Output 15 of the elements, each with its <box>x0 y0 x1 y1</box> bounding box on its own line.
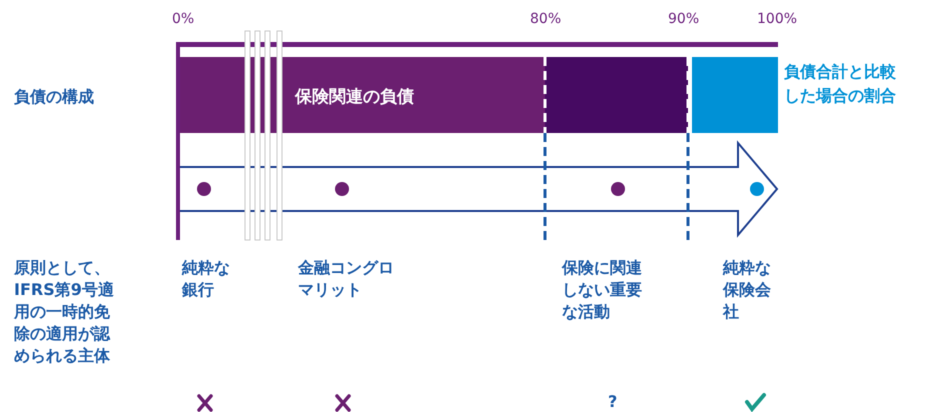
column-label: 金融コングロマリット <box>298 257 395 301</box>
question-mark: ? <box>608 391 618 412</box>
row-label: 原則として、IFRS第9号適用の一時的免除の適用が認められる主体 <box>14 257 114 367</box>
column-label: 保険に関連しない重要な活動 <box>562 257 643 323</box>
bar-note: 負債合計と比較した場合の割合 <box>784 61 897 107</box>
column-label: 純粋な保険会社 <box>723 257 772 323</box>
bar-label: 保険関連の負債 <box>295 86 414 108</box>
column-label: 純粋な銀行 <box>182 257 231 301</box>
percent-label: 100% <box>757 10 798 29</box>
row-label: 負債の構成 <box>14 86 95 108</box>
percent-label: 0% <box>172 10 196 29</box>
bar-segment <box>545 57 688 133</box>
bar-segment <box>180 57 545 133</box>
percent-label: 80% <box>530 10 562 29</box>
percent-label: 90% <box>668 10 700 29</box>
